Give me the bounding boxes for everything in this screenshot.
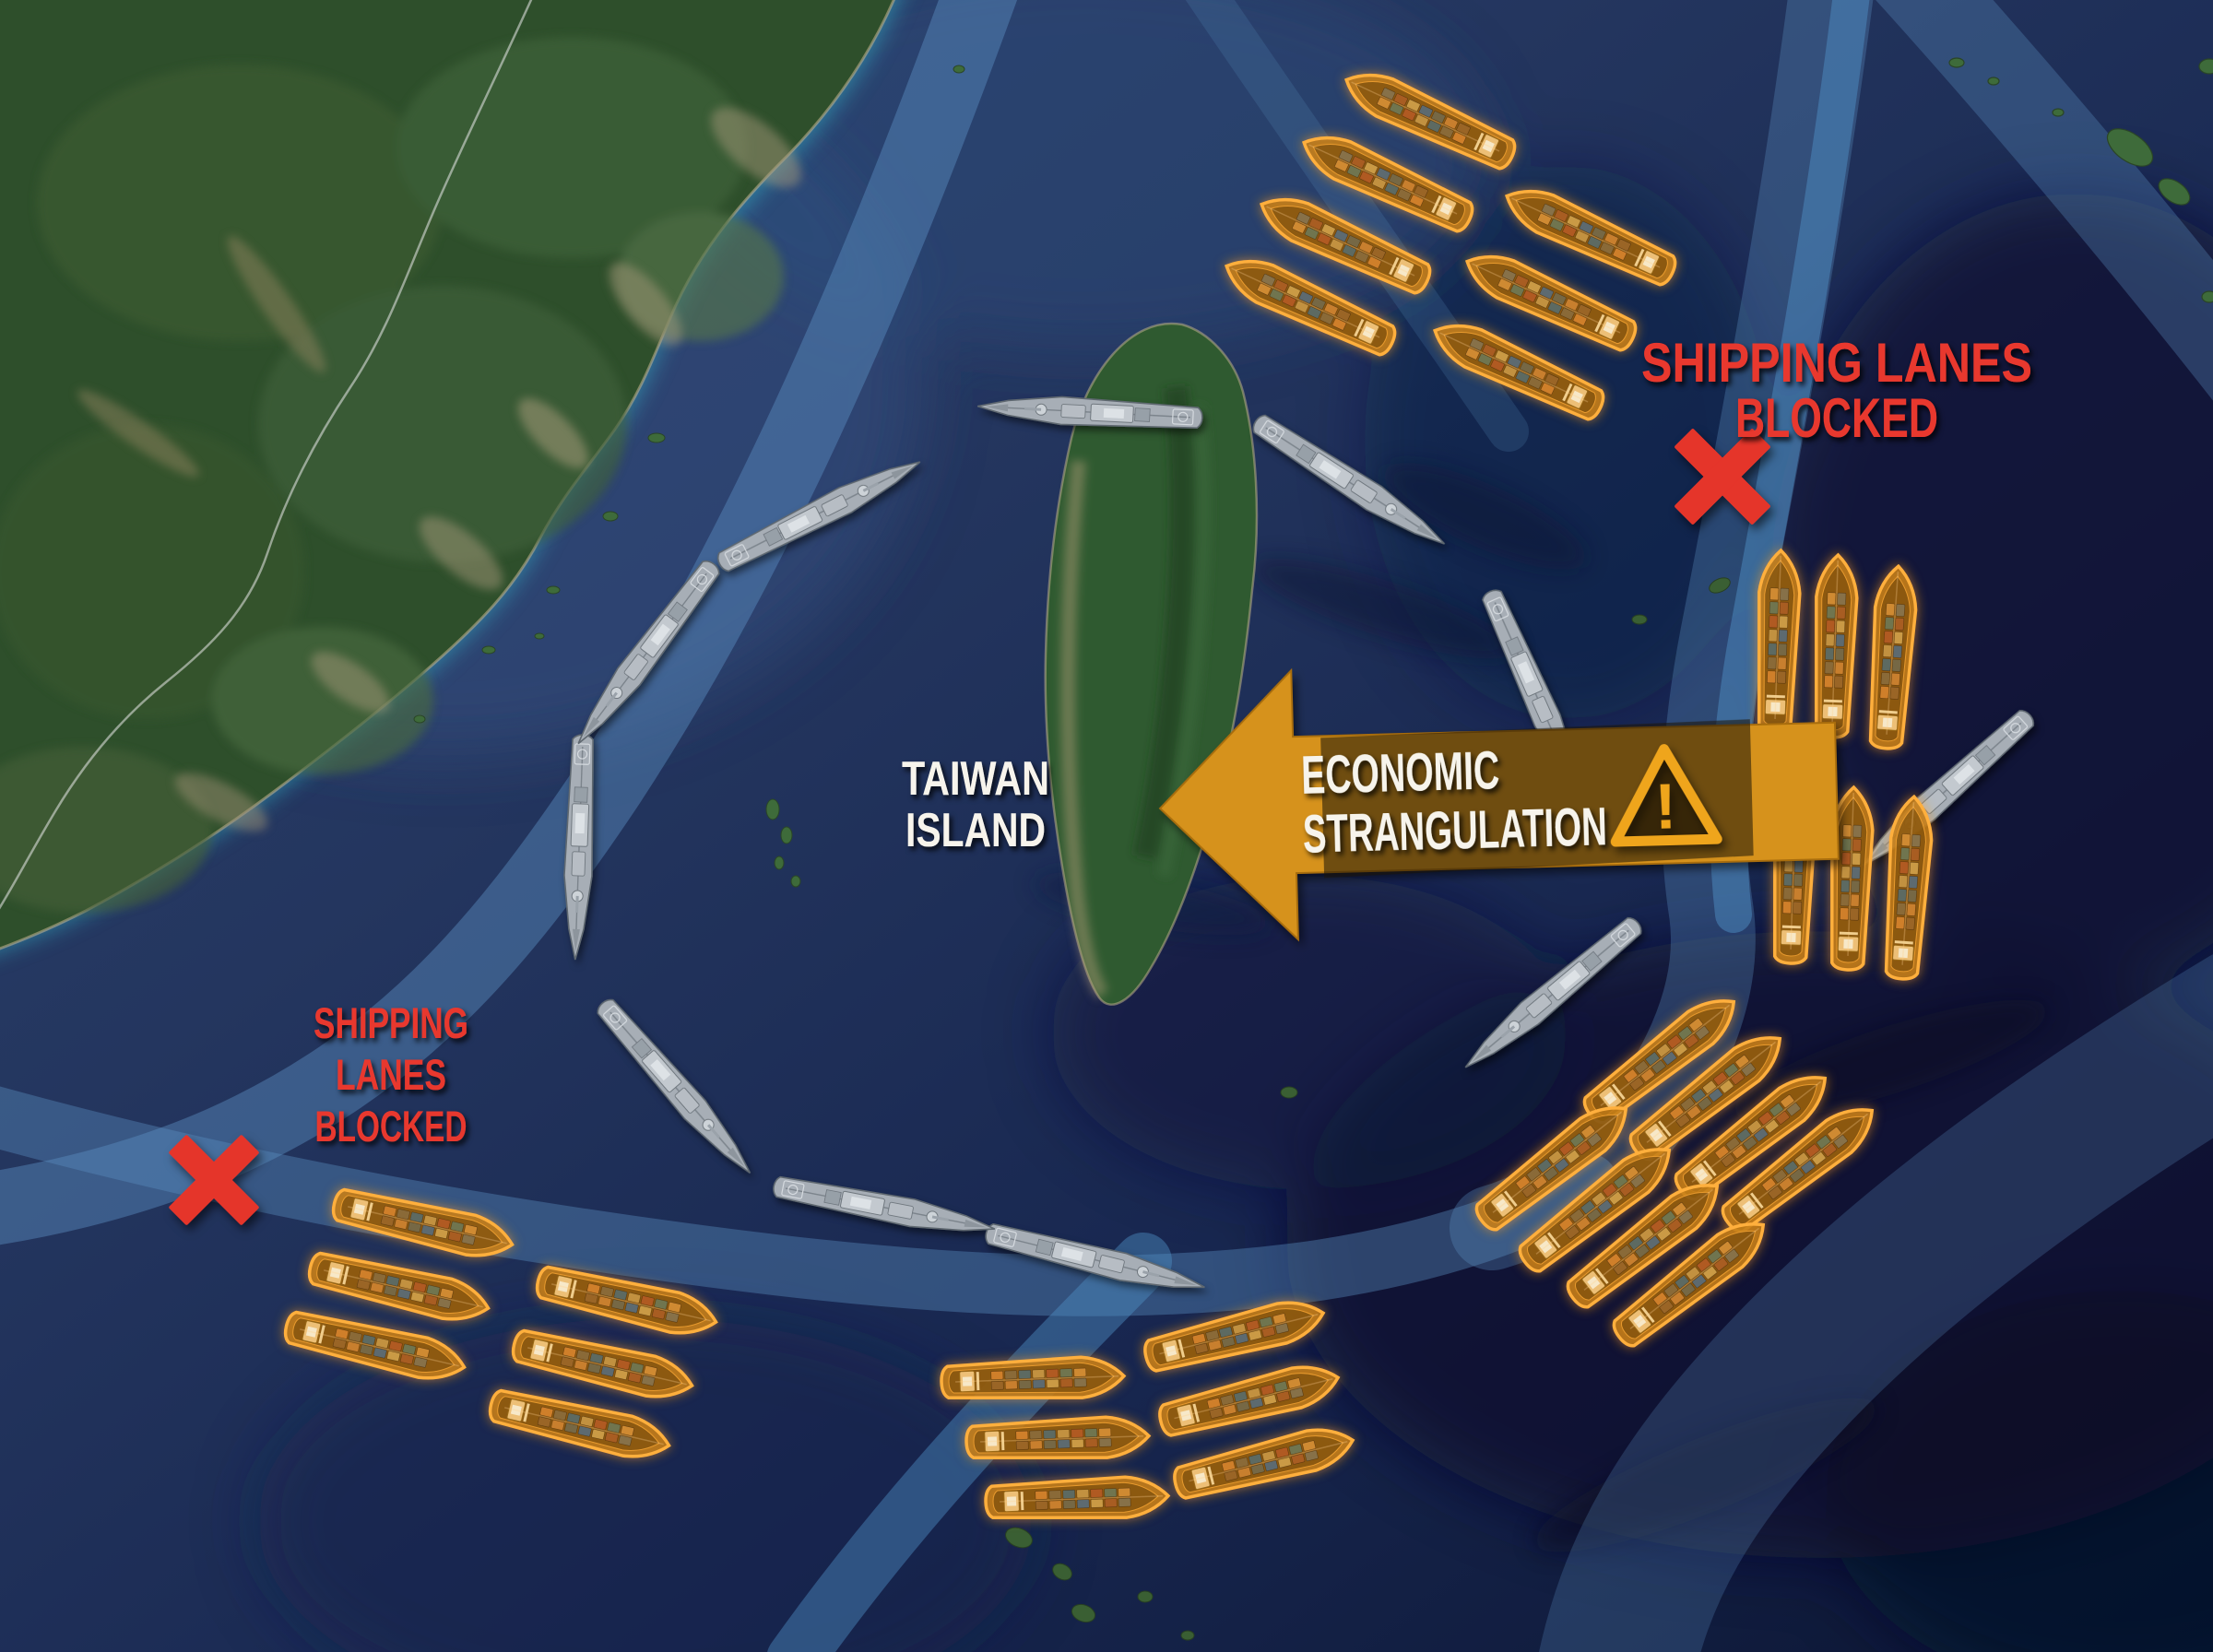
shipping-lane-bottom-right <box>1539 954 2213 1652</box>
southern-islets <box>1005 577 1731 1641</box>
taiwan-label-line1: TAIWAN <box>902 752 1049 806</box>
province-boundary <box>0 0 533 910</box>
economic-strangulation-callout: ECONOMIC STRANGULATION ! <box>1158 667 1840 942</box>
blocked-southwest-line2: LANES <box>336 1050 446 1099</box>
coastal-islets <box>413 65 965 724</box>
shipping-lane-south <box>0 1086 1618 1316</box>
mainland-china <box>0 0 965 951</box>
blocked-northeast-line2: BLOCKED <box>1735 387 1938 449</box>
ryukyu-islands <box>1948 57 2213 303</box>
warning-triangle-icon: ! <box>1610 744 1722 847</box>
blocked-x-northeast-icon <box>1675 429 1770 525</box>
blocked-northeast-line1: SHIPPING LANES <box>1641 332 2032 394</box>
shipping-lane-top-right <box>1876 0 2213 401</box>
penghu-islands <box>765 798 801 888</box>
blocked-x-southwest-icon <box>169 1135 259 1225</box>
shipping-lane-strait <box>0 0 1018 1245</box>
labels-layer: TAIWAN ISLAND SHIPPING LANES BLOCKED SHI… <box>314 332 2032 1150</box>
blocked-southwest-line3: BLOCKED <box>315 1102 467 1150</box>
arrow-label-line1: ECONOMIC <box>1300 740 1500 806</box>
taiwan-label-line2: ISLAND <box>905 804 1046 857</box>
warning-exclamation: ! <box>1654 770 1677 843</box>
arrow-label-line2: STRANGULATION <box>1302 796 1608 865</box>
blocked-southwest-line1: SHIPPING <box>314 998 468 1047</box>
